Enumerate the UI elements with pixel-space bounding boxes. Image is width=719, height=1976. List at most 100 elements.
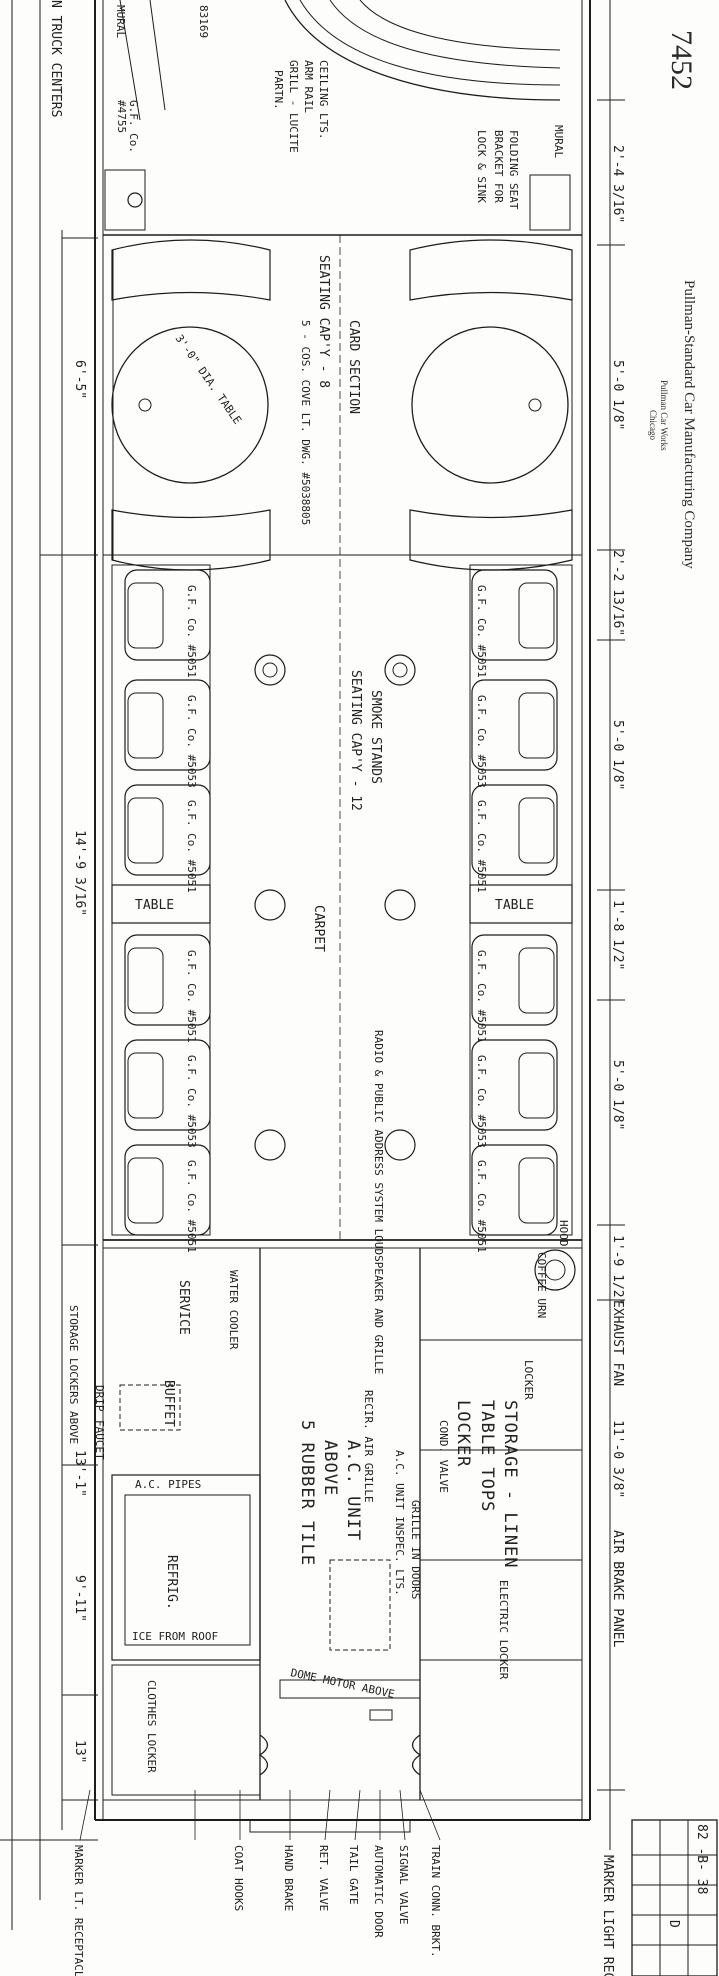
arm-rail-label: ARM RAIL (302, 60, 315, 113)
table-right (469, 884, 573, 924)
ac-unit-note-label: A.C. UNIT INSPEC. LTS. (393, 1450, 406, 1596)
dim-left-3: 9'-11" (72, 1575, 87, 1622)
seat-label-r1: G.F. Co. #5051 (475, 585, 488, 678)
lounge-chair (471, 1144, 558, 1236)
grille-doors-label: GRILLE IN DOORS (409, 1500, 422, 1599)
sheet-number: 82 -B- 38 (694, 1824, 709, 1894)
seat-label-l2: G.F. Co. #5053 (185, 695, 198, 788)
cond-valve-label: COND. VALVE (437, 1420, 450, 1493)
storage-lockers-label: STORAGE LOCKERS ABOVE (67, 1305, 80, 1444)
dim-right-0: 2'-4 3/16" (610, 145, 625, 223)
mural-left-label: MURAL (114, 5, 127, 38)
smoke-stand-right-3 (384, 1129, 416, 1161)
seat-label-l5: G.F. Co. #5053 (185, 1055, 198, 1148)
locker2-label: LOCKER (453, 1400, 473, 1467)
coffee-urn-label: COFFEE URN (535, 1252, 548, 1318)
rubber-tile-label: 5 RUBBER TILE (297, 1420, 317, 1566)
refrig-label: REFRIG. (164, 1555, 179, 1610)
dim-right-6: 1'-9 1/2" (610, 1235, 625, 1305)
air-brake-panel-label: AIR BRAKE PANEL (610, 1530, 625, 1648)
tail-gate-label: TAIL GATE (347, 1845, 360, 1905)
carpet-label: CARPET (311, 905, 326, 952)
radio-pa-label: RADIO & PUBLIC ADDRESS SYSTEM LOUDSPEAKE… (372, 1030, 385, 1374)
left-dimension-lines: 6'-5" 14'-9 3/16" 13'-1" 9'-11" 13" N TR… (0, 0, 98, 1930)
coat-hooks-label: COAT HOOKS (232, 1845, 245, 1911)
seat-label-l1: G.F. Co. #5051 (185, 585, 198, 678)
smoke-stand-left-3 (254, 1129, 286, 1161)
drawing-number: 7452 (665, 30, 698, 90)
clothes-locker-label: CLOTHES LOCKER (145, 1680, 158, 1773)
mural-number: 83169 (197, 5, 210, 38)
smoke-stand-right-1 (384, 654, 416, 686)
water-cooler-label: WATER COOLER (227, 1270, 240, 1350)
company-city: Chicago (648, 410, 658, 440)
partition-label: PARTN. (272, 70, 285, 110)
card-table-left (111, 326, 269, 484)
seat-label-r3: G.F. Co. #5051 (475, 800, 488, 893)
card-section: SEATING CAP'Y - 8 CARD SECTION 3'-0" DIA… (103, 234, 582, 571)
bottom-callouts: TRAIN CONN. BRKT. SIGNAL VALVE AUTOMATIC… (72, 1789, 442, 1976)
table-left (111, 884, 211, 924)
truck-centers-label: N TRUCK CENTERS (48, 0, 63, 117)
drip-label: DRIP (93, 1385, 106, 1412)
gf-no-top-label: #4755 (115, 100, 128, 133)
seat-label-l4: G.F. Co. #5051 (185, 950, 198, 1043)
revision-letter: D (666, 1920, 681, 1928)
dim-left-0: 6'-5" (72, 360, 87, 399)
grill-lucite-label: GRILL - LUCITE (287, 60, 300, 153)
card-table-right (411, 326, 569, 484)
smoke-stand-right-2 (384, 889, 416, 921)
table-right-label: TABLE (495, 898, 534, 913)
lounge-chair (124, 1039, 211, 1131)
gf-co-top-label: G.F. Co. (127, 100, 140, 153)
ac-unit-label: A.C. UNIT (343, 1440, 363, 1541)
seat-label-r5: G.F. Co. #5053 (475, 1055, 488, 1148)
seat-label-l6: G.F. Co. #5051 (185, 1160, 198, 1253)
seat-label-r2: G.F. Co. #5053 (475, 695, 488, 788)
cove-light-label: 5 - COS. COVE LT. DWG. #5038805 (299, 320, 312, 525)
hand-brake-label: HAND BRAKE (282, 1845, 295, 1911)
dim-left-1: 14'-9 3/16" (72, 830, 87, 916)
lounge-chair (471, 784, 558, 876)
seating-12-label: SEATING CAP'Y - 12 (348, 670, 363, 811)
bracket-label: BRACKET FOR (492, 130, 505, 203)
lounge-chair (124, 934, 211, 1026)
card-seating-label: SEATING CAP'Y - 8 (316, 255, 331, 388)
center-aisle: SMOKE STANDS SEATING CAP'Y - 12 CARPET R… (254, 235, 416, 1374)
smoke-stand-left-1 (254, 654, 286, 686)
lounge-chair (471, 934, 558, 1026)
buffet-label: BUFFET (161, 1380, 176, 1427)
dim-left-2: 13'-1" (72, 1450, 87, 1497)
card-section-label: CARD SECTION (346, 320, 361, 414)
smoke-stands-label: SMOKE STANDS (368, 690, 383, 784)
hood-label: HOOD (557, 1220, 570, 1247)
faucet-label: FAUCET (93, 1420, 106, 1460)
drawing-header: 7452 Pullman-Standard Car Manufacturing … (648, 30, 698, 569)
ceiling-lights-label: CEILING LTS. (317, 60, 330, 139)
service-label: SERVICE (176, 1280, 191, 1335)
ice-from-roof-label: ICE FROM ROOF (132, 1630, 218, 1643)
mural-right-label: MURAL (552, 125, 565, 158)
automatic-door-label: AUTOMATIC DOOR (372, 1845, 385, 1938)
dim-right-5: 5'-0 1/8" (610, 1060, 625, 1130)
dim-left-7: 13" (72, 1740, 87, 1763)
dim-right-4: 1'-8 1/2" (610, 900, 625, 970)
train-conn-label: TRAIN CONN. BRKT. (429, 1845, 442, 1958)
dim-right-7: 11'-0 3/8" (610, 1420, 625, 1498)
company-works: Pullman Car Works (659, 380, 669, 451)
signal-valve-label: SIGNAL VALVE (397, 1845, 410, 1924)
recir-air-label: RECIR. AIR GRILLE (362, 1390, 375, 1503)
dim-right-2: 2'-2 13/16" (610, 550, 625, 636)
lock-sink-label: LOCK & SINK (475, 130, 488, 203)
lounge-chair (124, 784, 211, 876)
left-seat-row: G.F. Co. #5051 G.F. Co. #5053 G.F. Co. #… (111, 564, 211, 1253)
exhaust-fan-label: EXHAUST FAN (610, 1300, 625, 1386)
right-seat-row: G.F. Co. #5051 G.F. Co. #5053 G.F. Co. #… (469, 564, 573, 1253)
smoke-stand-left-2 (254, 889, 286, 921)
right-dimension-lines: 2'-4 3/16" 5'-0 1/8" 2'-2 13/16" 5'-0 1/… (597, 0, 625, 1976)
lounge-chair (124, 1144, 211, 1236)
storage-linen-label: STORAGE - LINEN (500, 1400, 520, 1569)
table-left-label: TABLE (135, 898, 174, 913)
lounge-chair (471, 679, 558, 771)
